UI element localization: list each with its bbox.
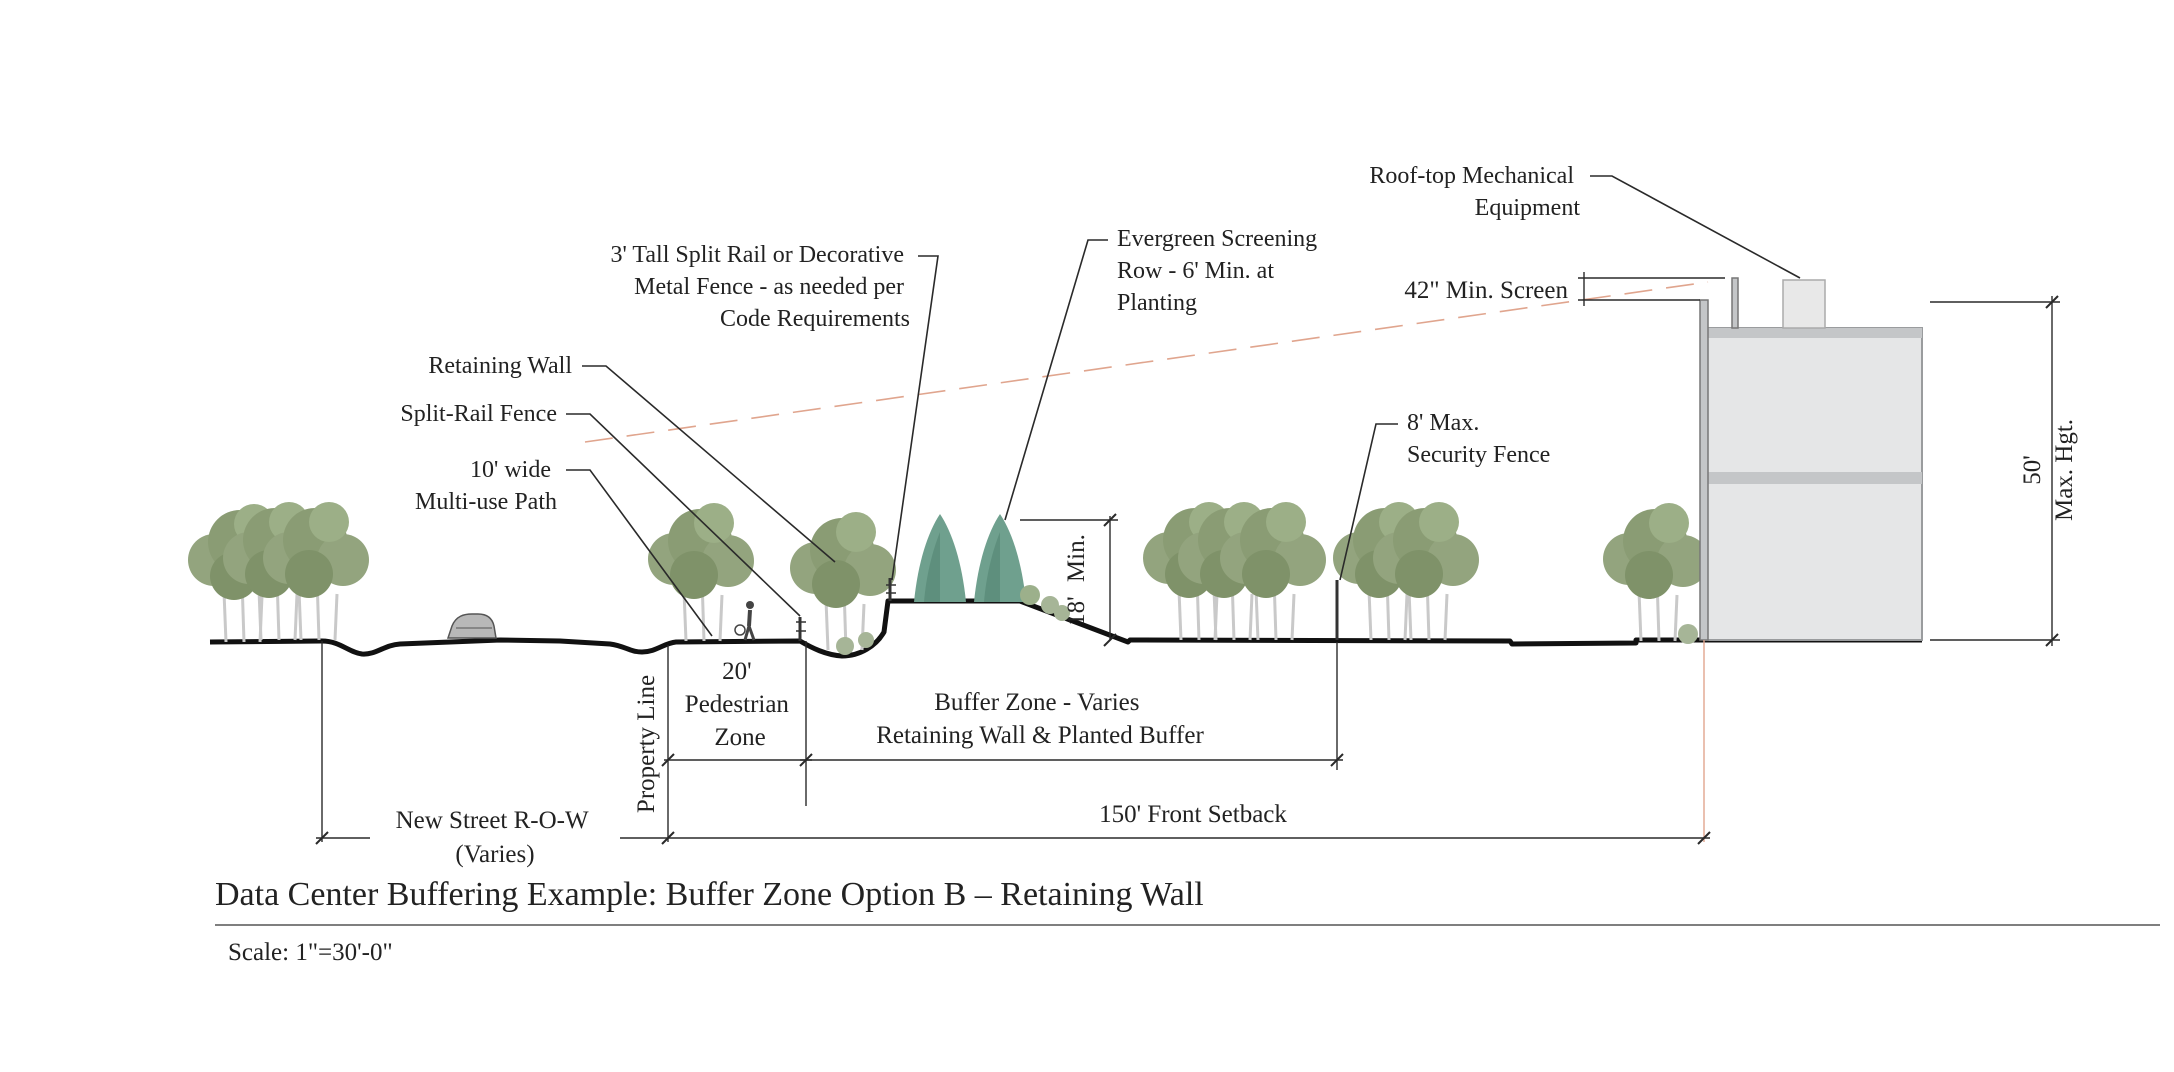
security-fence-label-2: Security Fence	[1407, 442, 1550, 468]
min-screen-label: 42" Min. Screen	[1404, 277, 1568, 304]
berm-tick-top	[1103, 513, 1117, 527]
evergreen-leader	[1004, 239, 1108, 521]
svg-text:New Street R-O-W (Varies): New Street R-O-W (Varies)	[396, 807, 595, 868]
evergreen-label-3: Planting	[1117, 290, 1197, 316]
path-label-2: Multi-use Path	[415, 489, 557, 515]
security-fence-label-1: 8' Max.	[1407, 410, 1479, 436]
row-label-1: New Street R-O-W	[396, 807, 589, 834]
buffer-tick-r	[1330, 753, 1344, 767]
berm-height-2: Min.	[1063, 534, 1090, 582]
evergreen-row	[914, 514, 1070, 621]
data-center-building	[1699, 277, 1923, 641]
tree-building	[1601, 501, 1711, 643]
path-leader	[566, 469, 713, 637]
decorative-fence	[886, 578, 896, 601]
split-rail-fence	[796, 617, 806, 641]
svg-text:Evergreen Screening Row -: Evergreen Screening Row - 6' Min. at Pla…	[1117, 226, 1323, 316]
svg-text:20' Pedestrian Zone: 20' Pedestrian Zone	[685, 658, 795, 751]
max-height-line-1: 50'	[2019, 455, 2046, 485]
split-rail-label: Split-Rail Fence	[400, 401, 557, 427]
shrub-wall-2	[858, 632, 874, 648]
row-label-2: (Varies)	[455, 841, 534, 868]
row-tick-l	[315, 831, 329, 845]
ped-tick-l	[661, 753, 675, 767]
height-tick-top	[2045, 295, 2059, 309]
retaining-wall-label: Retaining Wall	[428, 353, 572, 379]
setback-tick-r	[1697, 831, 1711, 845]
rooftop-label-1: Roof-top Mechanical	[1369, 163, 1574, 189]
row-tick-r	[661, 831, 675, 845]
ped-zone-1: 20'	[722, 658, 752, 685]
svg-text:10' wide Multi-use Path: 10' wide Multi-use Path	[415, 457, 557, 515]
max-height-line-2: Max. Hgt.	[2051, 419, 2078, 521]
buffer-zone-2: Retaining Wall & Planted Buffer	[876, 722, 1204, 749]
fence-note-leader	[891, 255, 939, 581]
fence-note-2: Metal Fence - as needed per	[634, 274, 904, 300]
ped-zone-3: Zone	[714, 724, 765, 751]
svg-text:18' Min.: 18' Min.	[1063, 534, 1090, 626]
diagram-title: Data Center Buffering Example: Buffer Zo…	[215, 876, 1204, 913]
tree-wall	[788, 510, 898, 652]
sight-line	[584, 281, 1709, 443]
pedestrian-icon	[734, 601, 756, 641]
tree-cluster-mid	[1141, 500, 1328, 642]
height-tick-bottom	[2045, 633, 2059, 647]
setback-label: 150' Front Setback	[1099, 801, 1287, 828]
ped-zone-2: Pedestrian	[685, 691, 790, 718]
rooftop-equipment	[1782, 279, 1826, 329]
evergreen-label-1: Evergreen Screening	[1117, 226, 1317, 252]
rooftop-label-2: Equipment	[1475, 195, 1581, 221]
shrub-wall	[836, 637, 854, 655]
svg-text:8' Max. Security Fence: 8' Max. Security Fence	[1407, 410, 1550, 468]
berm-tick-bottom	[1103, 633, 1117, 647]
security-fence-leader	[1339, 423, 1398, 581]
buffer-zone-1: Buffer Zone - Varies	[934, 689, 1139, 716]
evergreen-label-2: Row - 6' Min. at	[1117, 258, 1274, 284]
row-label-mask	[370, 804, 620, 840]
svg-text:3' Tall Split Rail or Decorati: 3' Tall Split Rail or Decorative Metal F…	[611, 242, 910, 332]
fence-note-3: Code Requirements	[720, 306, 910, 332]
car-icon	[446, 613, 497, 639]
shrub-building	[1678, 624, 1698, 644]
svg-text:Buffer Zone - Varies Retai: Buffer Zone - Varies Retaining Wall & Pl…	[876, 689, 1204, 749]
split-rail-leader	[566, 413, 801, 617]
tree-cluster-right	[1331, 500, 1481, 642]
ground-profile	[209, 598, 1922, 659]
scale-label: Scale: 1"=30'-0"	[228, 939, 393, 966]
path-label-1: 10' wide	[470, 457, 551, 483]
property-line-label: Property Line	[633, 675, 660, 813]
svg-text:Roof-top Mechanical Equipm: Roof-top Mechanical Equipment	[1369, 163, 1580, 221]
berm-height-1: 18'	[1063, 596, 1090, 626]
tree-cluster-left	[186, 500, 371, 644]
retaining-wall-leader	[582, 365, 836, 563]
fence-note-1: 3' Tall Split Rail or Decorative	[611, 242, 904, 268]
rooftop-leader	[1590, 175, 1801, 279]
